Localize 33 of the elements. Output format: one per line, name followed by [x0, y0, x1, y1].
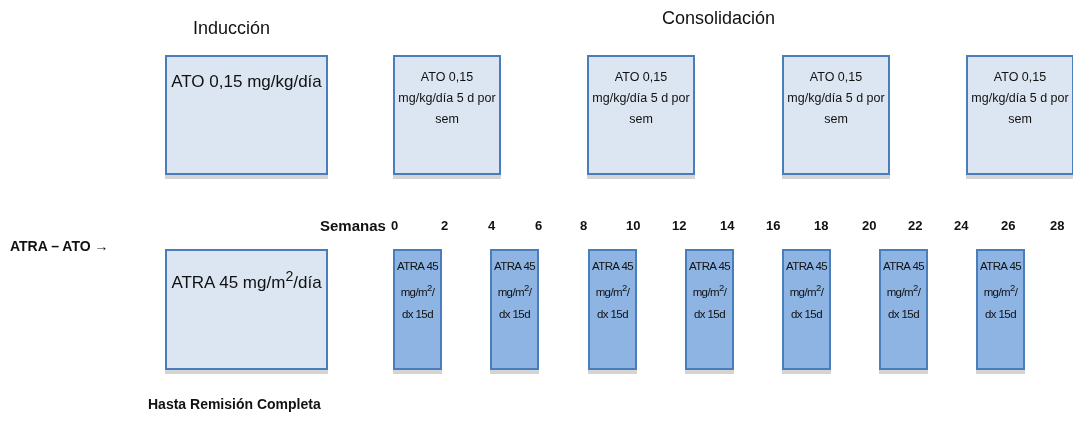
week-number: 16: [766, 218, 781, 233]
week-number: 8: [580, 218, 588, 233]
dose-text: ATO 0,15 mg/kg/día 5 d por sem: [591, 69, 691, 128]
week-number: 2: [441, 218, 449, 233]
week-number: 14: [720, 218, 735, 233]
dose-text: ATRA 45 mg/m$^{2}$/ dx 15d: [689, 259, 730, 322]
week-number: 18: [814, 218, 829, 233]
dose-text: ATO 0,15 mg/kg/día 5 d por sem: [397, 69, 497, 128]
week-number: 12: [672, 218, 687, 233]
week-number: 28: [1050, 218, 1065, 233]
week-number: 4: [488, 218, 496, 233]
note: Hasta Remisión Completa: [148, 396, 321, 412]
week-number: 26: [1001, 218, 1016, 233]
phase-heading: Inducción: [193, 18, 271, 39]
dose-text: ATRA 45 mg/m$^{2}$/día: [170, 267, 323, 294]
week-number: 20: [862, 218, 877, 233]
dose-text: ATO 0,15 mg/kg/día: [170, 71, 323, 93]
dose-text: ATO 0,15 mg/kg/día 5 d por sem: [786, 69, 886, 128]
week-number: 6: [535, 218, 543, 233]
regimen-label: ATRA – ATO →: [10, 238, 109, 254]
dose-text: ATRA 45 mg/m$^{2}$/ dx 15d: [883, 259, 924, 322]
axis-title: Semanas: [320, 217, 386, 234]
week-number: 0: [391, 218, 399, 233]
week-number: 24: [954, 218, 969, 233]
week-number: 22: [908, 218, 923, 233]
dose-text: ATRA 45 mg/m$^{2}$/ dx 15d: [786, 259, 827, 322]
dose-text: ATRA 45 mg/m$^{2}$/ dx 15d: [980, 259, 1021, 322]
week-number: 10: [626, 218, 641, 233]
dose-text: ATO 0,15 mg/kg/día 5 d por sem: [970, 69, 1070, 128]
dose-text: ATRA 45 mg/m$^{2}$/ dx 15d: [592, 259, 633, 322]
dose-text: ATRA 45 mg/m$^{2}$/ dx 15d: [397, 259, 438, 322]
dose-text: ATRA 45 mg/m$^{2}$/ dx 15d: [494, 259, 535, 322]
phase-heading: Consolidación: [662, 8, 776, 29]
